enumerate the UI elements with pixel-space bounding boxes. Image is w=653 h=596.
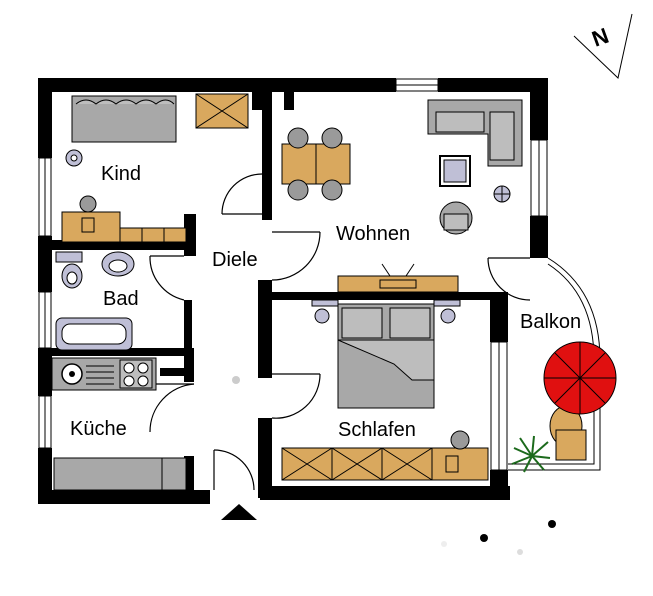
room-label-diele: Diele bbox=[212, 249, 258, 271]
schlafen-room: Schlafen bbox=[281, 299, 489, 481]
kind-shelf bbox=[119, 227, 187, 243]
room-label-wohnen: Wohnen bbox=[336, 223, 410, 245]
balkon-chair-2 bbox=[555, 429, 587, 461]
diele-wardrobe-line bbox=[184, 300, 192, 352]
kueche-cabinet bbox=[53, 457, 187, 491]
schlafen-lamp-left bbox=[314, 308, 330, 324]
kueche-room: Küche bbox=[51, 357, 187, 491]
doors bbox=[149, 173, 531, 491]
decorative-dots bbox=[441, 520, 556, 555]
bad-room: Bad bbox=[55, 251, 139, 351]
room-label-kind: Kind bbox=[101, 163, 141, 185]
windows bbox=[38, 78, 548, 471]
diele-room: Diele bbox=[184, 249, 258, 520]
compass: N bbox=[573, 13, 633, 79]
schlafen-desk bbox=[431, 447, 489, 481]
room-label-kueche: Küche bbox=[70, 418, 127, 440]
room-label-schlafen: Schlafen bbox=[338, 419, 416, 441]
walls bbox=[38, 78, 548, 504]
kind-room: Kind bbox=[61, 93, 249, 243]
room-label-balkon: Balkon bbox=[520, 311, 581, 333]
balkon-plant bbox=[511, 435, 551, 473]
balkon-area: Balkon bbox=[508, 257, 617, 473]
room-label-bad: Bad bbox=[103, 288, 139, 310]
wohnen-room: Wohnen bbox=[281, 99, 523, 293]
bad-toilet-tank bbox=[55, 251, 83, 263]
entrance-arrow bbox=[221, 504, 257, 520]
schlafen-lamp-right bbox=[440, 308, 456, 324]
compass-north-label: N bbox=[588, 23, 611, 52]
